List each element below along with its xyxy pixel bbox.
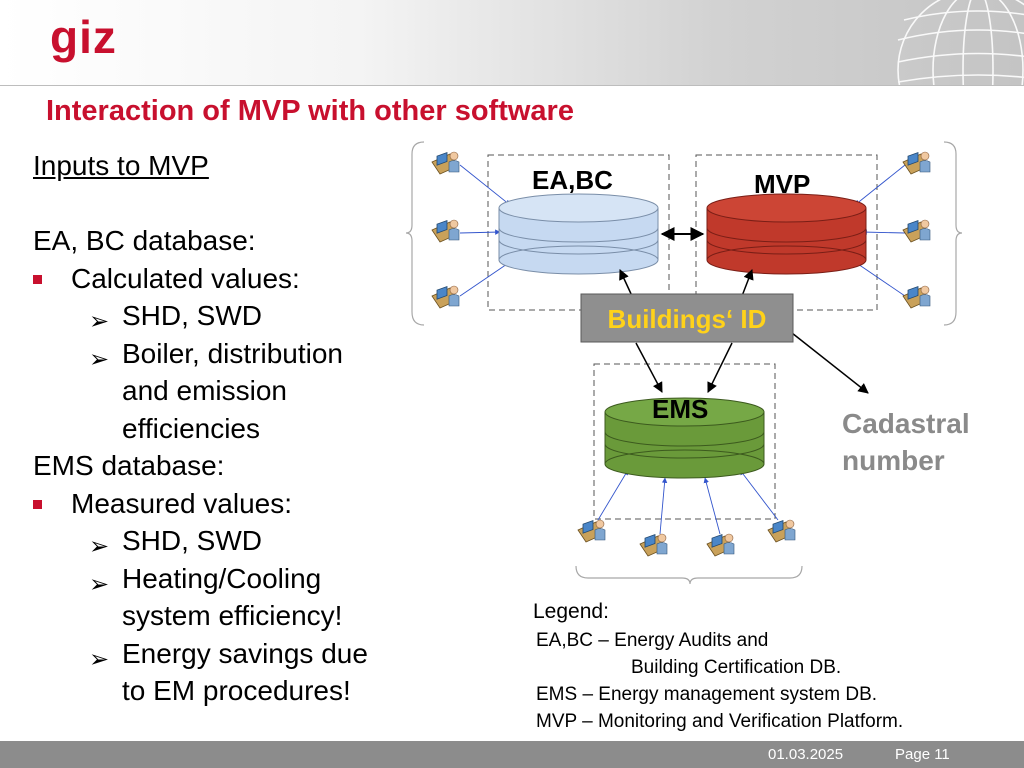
inputs-heading: Inputs to MVP: [33, 150, 209, 181]
user-icon: [577, 519, 606, 543]
user-icon: [902, 151, 931, 175]
user-icon: [431, 219, 460, 243]
bullet-energy-savings-cont: to EM procedures!: [122, 675, 351, 706]
ems-dashed-box: [593, 363, 776, 520]
eabc-database-icon: [498, 193, 659, 275]
legend-line-eabc: EA,BC – Energy Audits and: [536, 630, 769, 651]
arrow-bullet-icon: ➢: [89, 570, 110, 598]
legend-line-eabc-cont: Building Certification DB.: [631, 657, 842, 678]
buildings-id-label: Buildings‘ ID: [608, 304, 767, 334]
footer-bar: 01.03.2025 Page 11: [0, 741, 1024, 768]
globe-graphic-icon: [897, 0, 1024, 86]
cadastral-label-2: number: [842, 445, 945, 476]
mvp-database-icon: [706, 193, 867, 275]
user-icon: [706, 533, 735, 557]
user-icon: [431, 285, 460, 309]
ems-database-label: EMS database:: [33, 450, 225, 481]
user-icon: [767, 519, 796, 543]
header-bar: giz: [0, 0, 1024, 86]
footer-page-number: Page 11: [895, 746, 950, 763]
bottom-brace: [575, 565, 803, 585]
ems-database-icon: [604, 397, 765, 479]
header-divider: [0, 85, 1024, 86]
arrow-bullet-icon: ➢: [89, 345, 110, 373]
ea-bc-database-label: EA, BC database:: [33, 225, 256, 256]
footer-date: 01.03.2025: [768, 746, 844, 763]
bullet-boiler: ➢Boiler, distribution: [33, 335, 413, 373]
cadastral-label: Cadastral: [842, 408, 970, 439]
user-icon: [431, 151, 460, 175]
legend-title: Legend:: [533, 600, 609, 623]
legend: Legend: EA,BC – Energy Audits and Buildi…: [533, 597, 903, 735]
bullet-energy-savings: ➢Energy savings due: [33, 635, 413, 673]
left-brace: [405, 141, 425, 326]
giz-logo: giz: [50, 11, 117, 63]
bullet-shd-swd-measured: ➢SHD, SWD: [33, 522, 413, 560]
bullet-boiler-cont-2: efficiencies: [122, 412, 261, 444]
user-icon: [639, 533, 668, 557]
user-icon: [902, 285, 931, 309]
bullet-heating-cooling: ➢Heating/Cooling: [33, 560, 413, 598]
slide-title: Interaction of MVP with other software: [46, 95, 574, 127]
arrow-bullet-icon: ➢: [89, 308, 110, 335]
bullet-calculated-values: Calculated values:: [33, 260, 413, 298]
bullet-shd-swd-calculated: ➢SHD, SWD: [33, 297, 413, 335]
arrow-bullet-icon: ➢: [89, 645, 110, 673]
bullet-heating-cont: system efficiency!: [122, 600, 343, 631]
user-icon: [902, 219, 931, 243]
square-bullet-icon: [33, 274, 42, 284]
bullet-measured-values: Measured values:: [33, 485, 413, 523]
inputs-text-block: Inputs to MVP EA, BC database: Calculate…: [33, 147, 413, 710]
legend-line-ems: EMS – Energy management system DB.: [536, 684, 878, 705]
right-brace: [943, 141, 963, 326]
buildings-id-box: [580, 293, 794, 343]
legend-line-mvp: MVP – Monitoring and Verification Platfo…: [536, 711, 904, 732]
arrow-bullet-icon: ➢: [89, 533, 110, 560]
bullet-boiler-cont-1: and emission: [122, 375, 287, 406]
ems-label: EMS: [652, 394, 708, 424]
mvp-label: MVP: [754, 169, 810, 199]
eabc-label: EA,BC: [532, 165, 613, 195]
square-bullet-icon: [33, 499, 42, 509]
